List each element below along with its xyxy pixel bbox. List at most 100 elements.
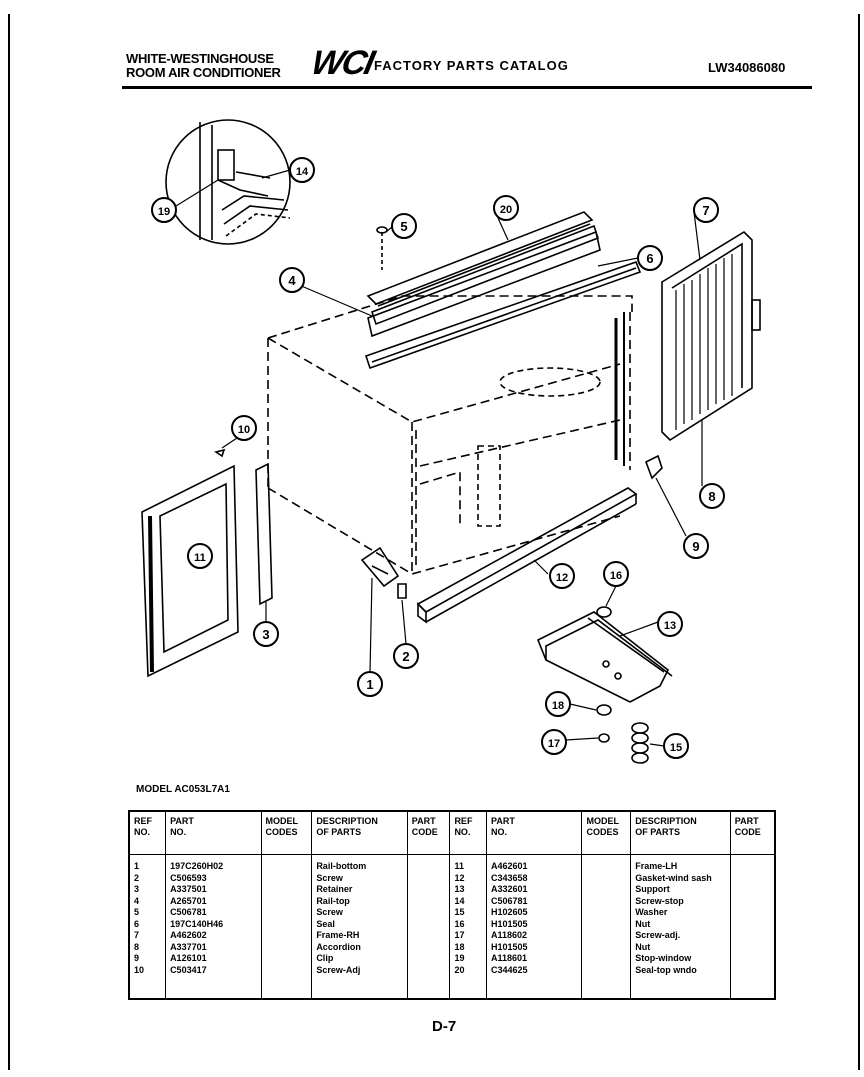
company-name: WHITE-WESTINGHOUSE ROOM AIR CONDITIONER <box>126 52 281 80</box>
ref-cell: 12 <box>454 872 465 883</box>
svg-text:10: 10 <box>238 424 250 436</box>
page-frame <box>8 14 860 1070</box>
part-cell: C503417 <box>170 964 207 975</box>
svg-text:8: 8 <box>708 489 715 504</box>
ref-cell: 19 <box>454 953 465 963</box>
part-cell: A462601 <box>491 861 528 871</box>
part-code-cell-right <box>729 854 776 999</box>
ref-cell: 11 <box>454 861 464 871</box>
leader-lines <box>175 169 703 747</box>
svg-text:19: 19 <box>158 206 170 218</box>
desc-cell: Retainer <box>316 884 353 894</box>
part-cell: A126101 <box>170 953 207 963</box>
part-cell: C506593 <box>170 872 207 883</box>
cabinet-outline <box>267 295 633 575</box>
desc-cell: Seal-top wndo <box>635 964 697 975</box>
callout-2: 2 <box>393 643 419 669</box>
detail-inset <box>165 119 291 245</box>
callout-4: 4 <box>279 267 305 293</box>
svg-text:14: 14 <box>296 166 309 178</box>
page-number: D-7 <box>432 1018 457 1035</box>
part-cell: C506781 <box>170 907 207 917</box>
bottom-rail <box>416 487 638 624</box>
svg-text:1: 1 <box>366 677 373 692</box>
ref-cell: 3 <box>134 884 140 894</box>
callout-15: 15 <box>663 733 689 759</box>
desc-cell: Nut <box>635 918 651 929</box>
desc-cell: Frame-LH <box>635 861 678 871</box>
svg-text:17: 17 <box>548 738 560 750</box>
svg-text:18: 18 <box>552 700 564 712</box>
callout-18: 18 <box>545 691 571 717</box>
desc-cell: Rail-top <box>316 895 350 906</box>
callout-17: 17 <box>541 729 567 755</box>
desc-cell: Support <box>635 884 670 894</box>
desc-cell: Screw <box>316 907 343 917</box>
callout-14: 14 <box>289 157 315 183</box>
part-cell: 197C140H46 <box>170 918 224 929</box>
ref-cell: 10 <box>134 964 145 975</box>
svg-text:4: 4 <box>288 273 296 288</box>
callout-9: 9 <box>683 533 709 559</box>
desc-cell: Screw <box>316 872 343 883</box>
ref-cell: 1 <box>134 861 140 871</box>
svg-text:15: 15 <box>670 742 682 754</box>
callout-11: 11 <box>187 543 213 569</box>
table-row: 1 2 3 4 5 6 7 8 9 10 197C260H02 C506593 … <box>128 854 776 999</box>
cabinet-interior <box>477 312 625 527</box>
svg-text:2: 2 <box>402 649 409 664</box>
support-bracket <box>536 611 673 703</box>
part-cell: A118602 <box>491 930 528 940</box>
desc-cell: Clip <box>316 953 334 963</box>
desc-cell: Screw-Adj <box>316 964 361 975</box>
part-cell: A337501 <box>170 884 207 894</box>
model-codes-cell-right <box>581 854 632 999</box>
svg-text:11: 11 <box>194 552 206 564</box>
svg-text:3: 3 <box>262 627 269 642</box>
ref-cell: 6 <box>134 918 140 929</box>
catalog-title: FACTORY PARTS CATALOG <box>374 58 569 73</box>
ref-cell: 20 <box>454 964 465 975</box>
ref-cell: 15 <box>454 907 465 917</box>
part-cell: C506781 <box>491 895 528 906</box>
callout-8: 8 <box>699 483 725 509</box>
part-cell: 197C260H02 <box>170 861 224 871</box>
desc-cell: Stop-window <box>635 953 692 963</box>
company-line-2: ROOM AIR CONDITIONER <box>126 65 281 80</box>
desc-cell: Washer <box>635 907 668 917</box>
svg-text:7: 7 <box>702 203 709 218</box>
top-rail-assembly <box>364 211 642 370</box>
left-frame <box>141 464 239 678</box>
screw-5 <box>376 226 388 270</box>
retainer-part <box>255 462 273 606</box>
ref-cell: 16 <box>454 918 465 929</box>
ref-cell: 14 <box>454 895 465 906</box>
callout-3: 3 <box>253 621 279 647</box>
callout-10: 10 <box>231 415 257 441</box>
ref-cell: 7 <box>134 930 140 940</box>
ref-cell: 8 <box>134 941 140 952</box>
model-codes-cell <box>260 854 313 999</box>
callout-1: 1 <box>357 671 383 697</box>
callout-7: 7 <box>693 197 719 223</box>
desc-cell: Gasket-wind sash <box>635 872 712 883</box>
ref-cell: 13 <box>454 884 465 894</box>
callout-6: 6 <box>637 245 663 271</box>
callout-13: 13 <box>657 611 683 637</box>
svg-text:20: 20 <box>500 204 512 216</box>
callout-labels: 1 2 3 4 5 6 7 8 9 10 11 12 13 14 15 16 1… <box>151 157 725 759</box>
callout-20: 20 <box>493 195 519 221</box>
model-label: MODEL AC053L7A1 <box>136 784 230 795</box>
callout-12: 12 <box>549 563 575 589</box>
svg-text:5: 5 <box>400 219 407 234</box>
